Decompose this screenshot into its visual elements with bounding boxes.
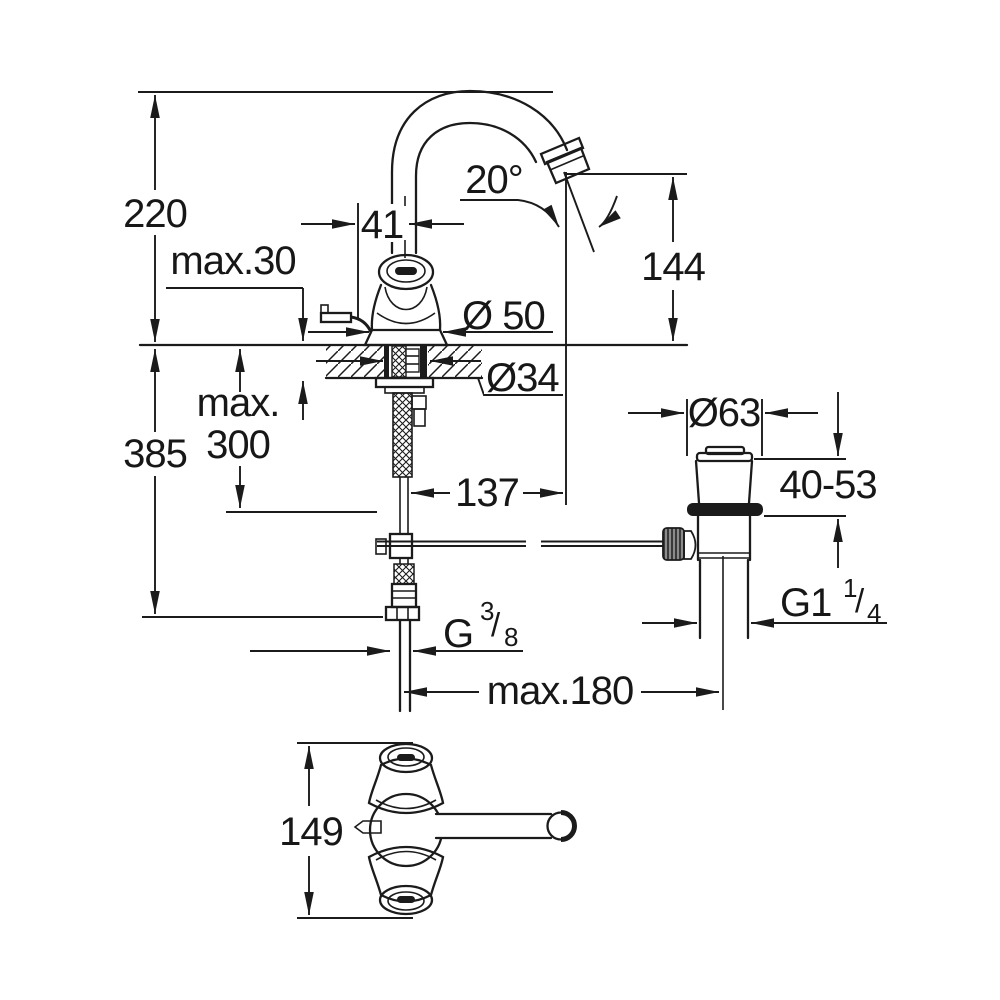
dim-label-overall-height: 220 — [123, 192, 187, 236]
dim-label-spout-angle: 20° — [465, 158, 523, 202]
aerator — [539, 136, 591, 185]
dim-label-hose-length-prefix: max. — [197, 381, 280, 425]
dim-hole-diameter: Ø34 — [316, 356, 563, 400]
dim-outlet-height: 144 — [565, 172, 707, 505]
dim-label-drain-offset: max.180 — [487, 669, 633, 713]
popup-rod — [375, 532, 663, 560]
popup-lever — [319, 304, 373, 333]
dim-label-body-width: 149 — [279, 810, 343, 854]
rod-knurled-knob — [662, 527, 685, 561]
dim-label-deck-thickness: max.30 — [170, 239, 295, 283]
dim-overall-height: 220 — [123, 91, 553, 342]
dim-supply-thread: G 3 / 8 — [250, 585, 523, 656]
flexible-supply-hose — [392, 392, 427, 535]
rod-knob-neck — [683, 530, 697, 560]
dim-label-waste-thread: G1 1 / 4 — [780, 562, 881, 628]
bottom-view-handle-bottom — [367, 845, 445, 903]
mounting-shank — [374, 345, 435, 394]
dim-waste-thread: G1 1 / 4 — [642, 562, 887, 628]
dim-drain-offset: max.180 — [404, 669, 719, 713]
dim-body-width: 149 — [279, 742, 413, 919]
waste-gasket — [687, 503, 763, 516]
dim-label-outlet-height: 144 — [641, 245, 705, 289]
cross-handle-front — [370, 253, 442, 332]
dim-spout-offset: 41 — [301, 196, 464, 318]
dim-clamping-range: 40-53 — [754, 392, 878, 568]
supply-tail-pipe — [384, 558, 421, 713]
dim-total-height: 385 — [123, 349, 383, 618]
bottom-view — [353, 742, 577, 916]
dim-label-clamping-range: 40-53 — [779, 463, 876, 507]
dim-hose-length: max. 300 — [197, 349, 377, 513]
dim-label-hole-diameter: Ø34 — [486, 356, 559, 400]
dim-label-waste-cap-diameter: Ø63 — [688, 391, 761, 435]
dim-spout-reach: 137 — [411, 471, 563, 515]
dim-waste-cap-diameter: Ø63 — [628, 391, 818, 456]
waste-assembly-view — [662, 445, 763, 710]
base-plate — [363, 328, 449, 347]
bottom-view-lever — [353, 820, 382, 834]
bottom-view-handle-top — [367, 757, 445, 815]
handle-index-dot — [395, 267, 417, 275]
dim-label-spout-reach: 137 — [455, 471, 519, 515]
dim-label-hose-length-value: 300 — [206, 423, 270, 467]
dim-deck-thickness: max.30 — [166, 239, 308, 420]
dim-label-spout-offset: 41 — [361, 203, 404, 247]
dim-label-base-diameter: Ø 50 — [462, 294, 545, 338]
spout-inner-curve — [414, 121, 538, 255]
front-view-faucet — [138, 89, 689, 713]
dim-spout-angle: 20° — [460, 158, 621, 253]
dim-label-total-height: 385 — [123, 432, 187, 476]
dim-label-supply-thread: G 3 / 8 — [443, 585, 518, 656]
spout-outer-curve — [390, 89, 569, 255]
bottom-view-spout — [434, 810, 577, 842]
dim-base-diameter: Ø 50 — [308, 294, 553, 338]
